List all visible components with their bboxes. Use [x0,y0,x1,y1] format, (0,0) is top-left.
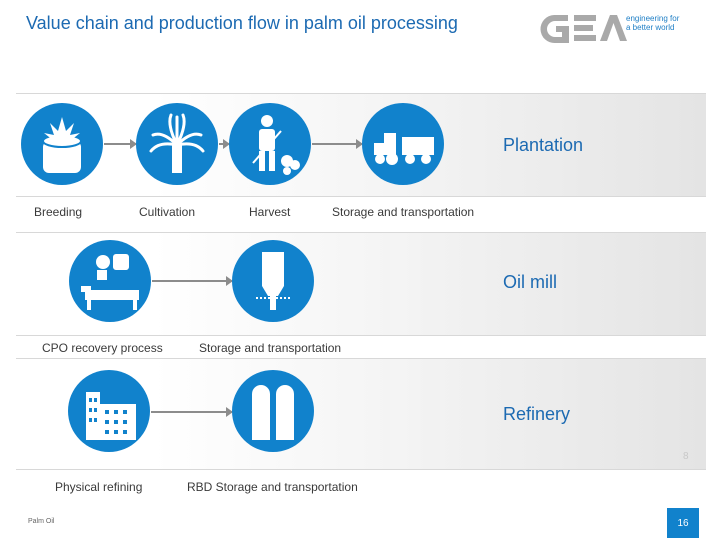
arrow-cpo-to-storage [152,276,233,286]
plantation-heading: Plantation [503,135,584,155]
rbd-storage-circle [232,370,314,452]
arrow-harvest-to-storage [312,139,363,149]
stage-label-physical-refining: Physical refining [55,480,143,494]
cultivation-circle [136,103,218,185]
processing-equipment-icon [81,254,139,310]
oil-mill-heading: Oil mill [503,272,557,292]
gea-logo [540,15,627,44]
farmer-icon [252,115,300,175]
palm-tree-icon [149,113,205,173]
stage-label-storage-transport: Storage and transportation [332,205,475,219]
breeding-circle [21,103,103,185]
harvest-circle [229,103,311,185]
stage-label-mill-storage: Storage and transportation [199,341,342,355]
storage-silo-icon [256,252,290,310]
arrow-refining-to-storage [151,407,233,417]
refinery-heading: Refinery [503,404,571,424]
cpo-recovery-circle [69,240,151,322]
stage-label-cultivation: Cultivation [139,205,196,219]
stage-label-rbd-storage: RBD Storage and transportation [187,480,358,494]
tractor-icon [374,133,434,165]
arrow-cultivation-to-harvest [219,139,230,149]
stage-label-cpo-recovery: CPO recovery process [42,341,163,355]
tagline-line-2: a better world [626,23,675,32]
page-title: Value chain and production flow in palm … [26,13,458,33]
stage-label-breeding: Breeding [34,205,83,219]
factory-icon [86,392,136,440]
storage-transport-circle [362,103,444,185]
tagline-line-1: engineering for [626,14,680,23]
stage-label-harvest: Harvest [249,205,291,219]
physical-refining-circle [68,370,150,452]
arrow-breeding-to-cultivation [104,139,137,149]
mill-storage-circle [232,240,314,322]
page-number: 16 [667,508,699,538]
storage-tanks-icon [252,385,294,440]
palm-fruit-icon [42,117,82,173]
faint-mark: 8 [683,451,689,462]
footer-label: Palm Oil [28,518,55,525]
logo-tagline: engineering for a better world [626,14,706,32]
